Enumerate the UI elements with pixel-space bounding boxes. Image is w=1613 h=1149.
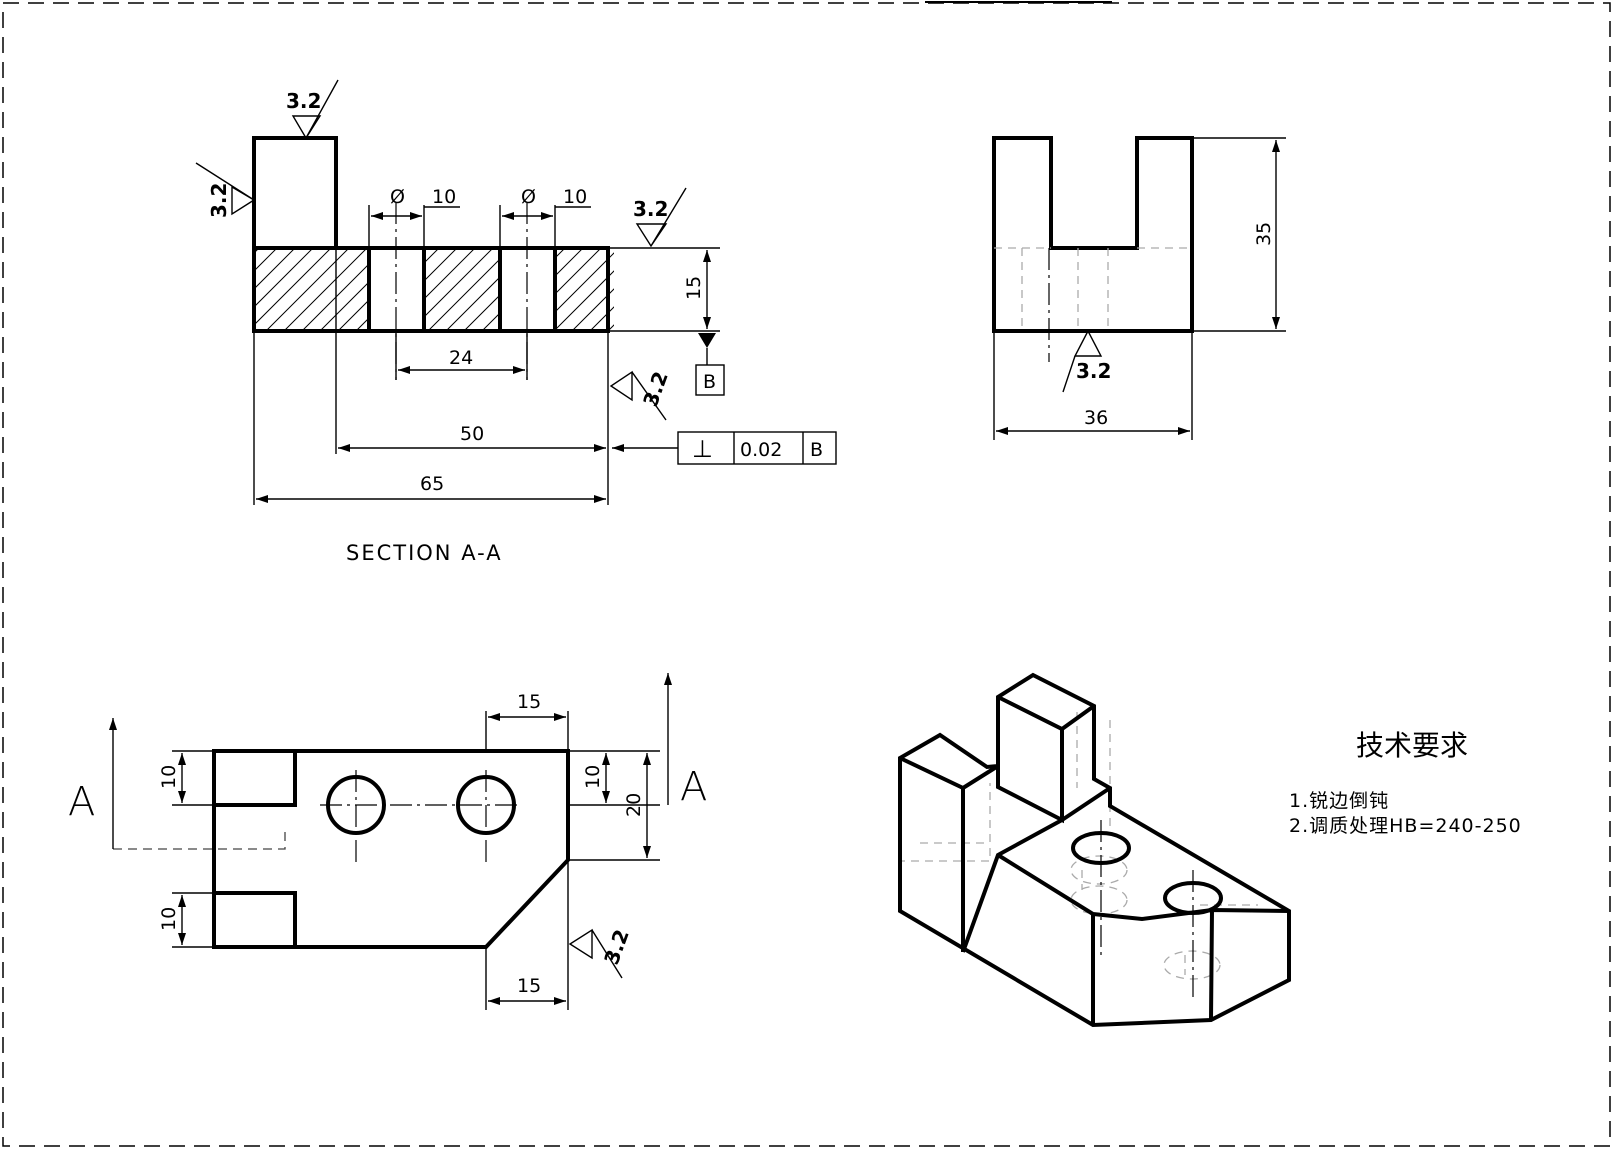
top-view: A A 15 15 10 10 10 20 3.2 [68,673,707,1010]
dim-hole-1: 10 [432,186,456,208]
datum-label: B [703,371,716,393]
svg-text:3.2: 3.2 [1076,359,1111,383]
side-view: 35 36 3.2 [992,136,1286,440]
svg-text:3.2: 3.2 [207,183,231,218]
dim-slot-top: 10 [158,765,180,789]
roughness-symbol-topview: 3.2 [568,926,634,979]
section-title: SECTION A-A [346,541,503,565]
roughness-symbol-top: 3.2 [286,79,339,140]
roughness-symbol-right: 3.2 [633,187,687,248]
notes-title: 技术要求 [1356,729,1468,762]
section-label-left: A [68,779,95,825]
tolerance-value: 0.02 [740,439,782,461]
note-item-1: 1.锐边倒钝 [1289,790,1389,812]
roughness-symbol-left: 3.2 [195,162,256,218]
dim-side-width: 36 [1084,407,1108,429]
dim-side-height: 35 [1253,222,1275,246]
section-view: Ø 10 Ø 10 15 B 24 50 65 ⊥ 0.02 B 3.2 [195,79,837,565]
dim-right-20: 20 [623,793,645,817]
perpendicularity-icon: ⊥ [692,435,713,463]
svg-text:3.2: 3.2 [599,926,634,968]
dim-hole-2: 10 [563,186,587,208]
dim-overall: 65 [420,473,444,495]
technical-notes: 技术要求 1.锐边倒钝 2.调质处理HB=240-250 [1289,729,1522,837]
datum-triangle-icon [698,333,716,348]
diameter-symbol-2: Ø [521,186,536,208]
tolerance-frame [677,431,837,465]
isometric-view [898,672,1291,1028]
datum-box [695,364,725,396]
dim-right-10: 10 [582,765,604,789]
dim-inner: 50 [460,423,484,445]
dim-bottom-width: 15 [517,975,541,997]
section-label-right: A [680,764,707,810]
diameter-symbol-1: Ø [390,186,405,208]
roughness-symbol-lower: 3.2 [609,368,673,421]
note-item-2: 2.调质处理HB=240-250 [1289,815,1522,837]
dim-top-width: 15 [517,691,541,713]
dim-pitch: 24 [449,347,473,369]
svg-text:3.2: 3.2 [638,368,673,410]
roughness-symbol-side: 3.2 [1062,329,1111,393]
dim-slot-bottom: 10 [158,907,180,931]
dim-depth: 15 [683,276,705,300]
tolerance-datum: B [810,439,823,461]
svg-text:3.2: 3.2 [286,89,321,113]
svg-text:3.2: 3.2 [633,197,668,221]
